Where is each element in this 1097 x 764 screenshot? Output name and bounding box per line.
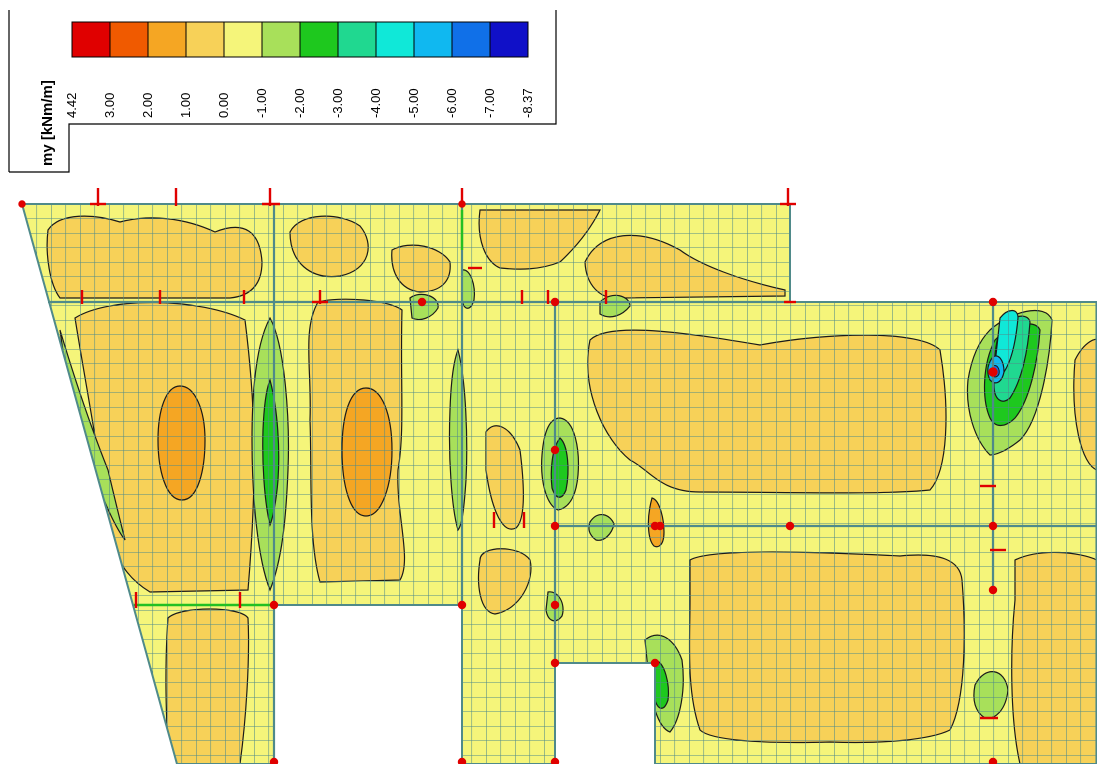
legend-tick-label: -7.00 [482, 88, 497, 118]
legend-swatch [261, 21, 301, 58]
legend-quantity-label: my [kNm/m] [39, 80, 56, 166]
legend-swatches [71, 21, 529, 58]
legend-tick-labels: 4.42 3.00 2.00 1.00 0.00 -1.00 -2.00 -3.00 -4.00… [64, 88, 535, 118]
legend-tick-label: 3.00 [102, 93, 117, 118]
support-markers [18, 188, 1006, 764]
legend-swatch [489, 21, 529, 58]
legend-tick-label: 2.00 [140, 93, 155, 118]
legend-tick-label: -5.00 [406, 88, 421, 118]
legend-tick-label: -4.00 [368, 88, 383, 118]
legend-swatch [71, 21, 111, 58]
legend-tick-label: 1.00 [178, 93, 193, 118]
legend-frame [9, 10, 557, 173]
legend-tick-label: -6.00 [444, 88, 459, 118]
legend-tick-label: -1.00 [254, 88, 269, 118]
legend-swatch [147, 21, 187, 58]
legend-tick-label: -8.37 [520, 88, 535, 118]
legend-tick-label: -2.00 [292, 88, 307, 118]
legend-swatch [413, 21, 453, 58]
legend-swatch [375, 21, 415, 58]
legend-swatch [109, 21, 149, 58]
legend-swatch [185, 21, 225, 58]
legend-swatch [451, 21, 491, 58]
legend-tick-label: -3.00 [330, 88, 345, 118]
legend-swatch [299, 21, 339, 58]
legend-swatch [223, 21, 263, 58]
legend-tick-label: 4.42 [64, 93, 79, 118]
color-legend: my [kNm/m] 4.42 3.00 2.00 1.00 0.00 -1.00 -2.0… [8, 10, 557, 173]
legend-tick-label: 0.00 [216, 93, 231, 118]
legend-swatch [337, 21, 377, 58]
green-beam-lines [134, 210, 464, 607]
